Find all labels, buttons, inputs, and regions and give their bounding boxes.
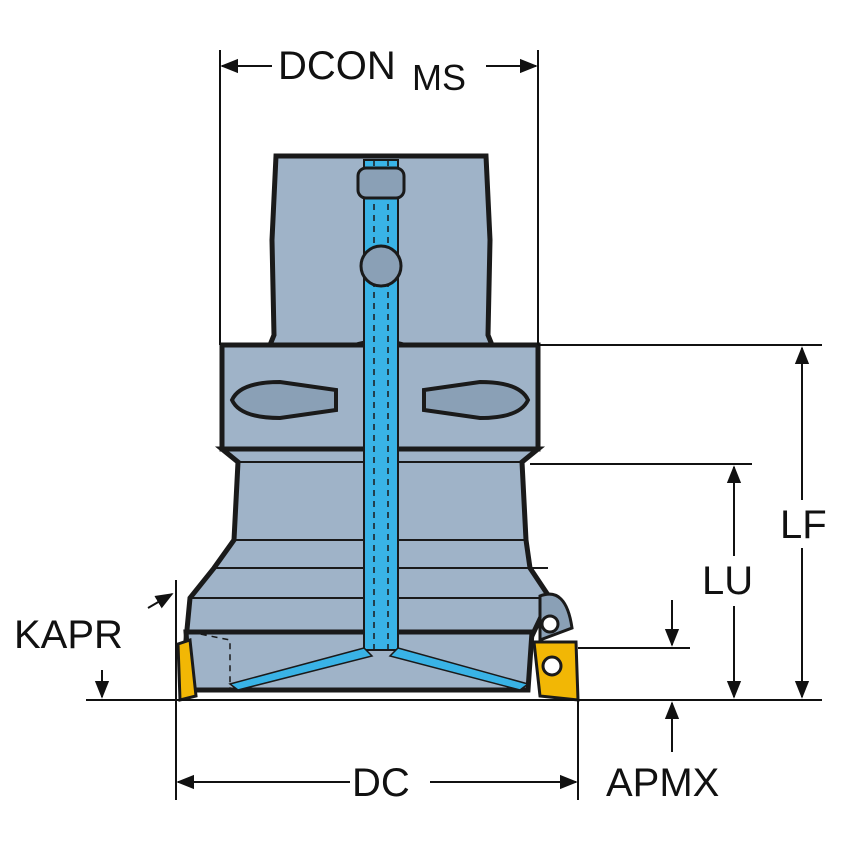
label-lu: LU — [702, 559, 753, 603]
label-kapr: KAPR — [14, 613, 123, 657]
label-apmx: APMX — [606, 761, 719, 805]
dimension-lines — [86, 50, 822, 800]
screw-icon — [356, 166, 406, 200]
label-dcon-subscript: MS — [412, 57, 466, 98]
drive-slot-left — [229, 379, 338, 421]
insert-left — [176, 637, 198, 702]
dimension-labels: DCON MS LF LU KAPR DC APMX — [14, 44, 827, 805]
screw-icon — [540, 614, 560, 634]
arrow-icon — [147, 593, 174, 609]
drive-slot-right — [422, 379, 531, 421]
shank-screws — [356, 166, 406, 288]
label-lf: LF — [780, 503, 827, 547]
label-dcon: DCON — [278, 44, 396, 88]
drive-slots — [229, 379, 531, 421]
coolant-channel — [189, 159, 530, 691]
screw-icon — [359, 244, 403, 288]
screw-icon — [541, 655, 563, 677]
label-dc: DC — [352, 761, 410, 805]
inserts — [176, 592, 580, 702]
